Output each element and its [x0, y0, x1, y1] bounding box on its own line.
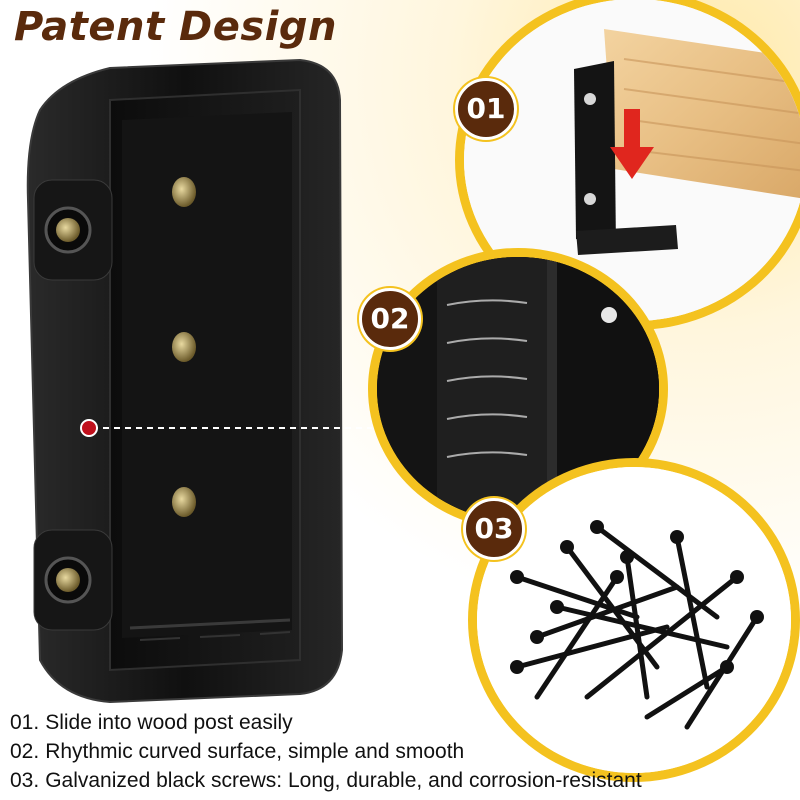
badge-02: 02: [359, 288, 421, 350]
down-arrow-icon: [610, 109, 654, 179]
pointer-dot-icon: [80, 419, 98, 437]
bracket-image: [26, 58, 344, 704]
feature-number: 02.: [10, 740, 40, 763]
feature-number: 01.: [10, 711, 40, 734]
page-title: Patent Design: [14, 4, 337, 50]
badge-03: 03: [463, 498, 525, 560]
feature-item-03: 03.Galvanized black screws: Long, durabl…: [10, 766, 800, 795]
feature-item-02: 02.Rhythmic curved surface, simple and s…: [10, 737, 800, 766]
feature-number: 03.: [10, 769, 40, 792]
feature-text: Rhythmic curved surface, simple and smoo…: [45, 740, 465, 763]
feature-text: Galvanized black screws: Long, durable, …: [45, 769, 642, 792]
feature-list: 01.Slide into wood post easily 02.Rhythm…: [10, 708, 800, 795]
badge-01: 01: [455, 78, 517, 140]
feature-text: Slide into wood post easily: [45, 711, 293, 734]
detail-circle-03: [468, 458, 800, 782]
feature-item-01: 01.Slide into wood post easily: [10, 708, 800, 737]
